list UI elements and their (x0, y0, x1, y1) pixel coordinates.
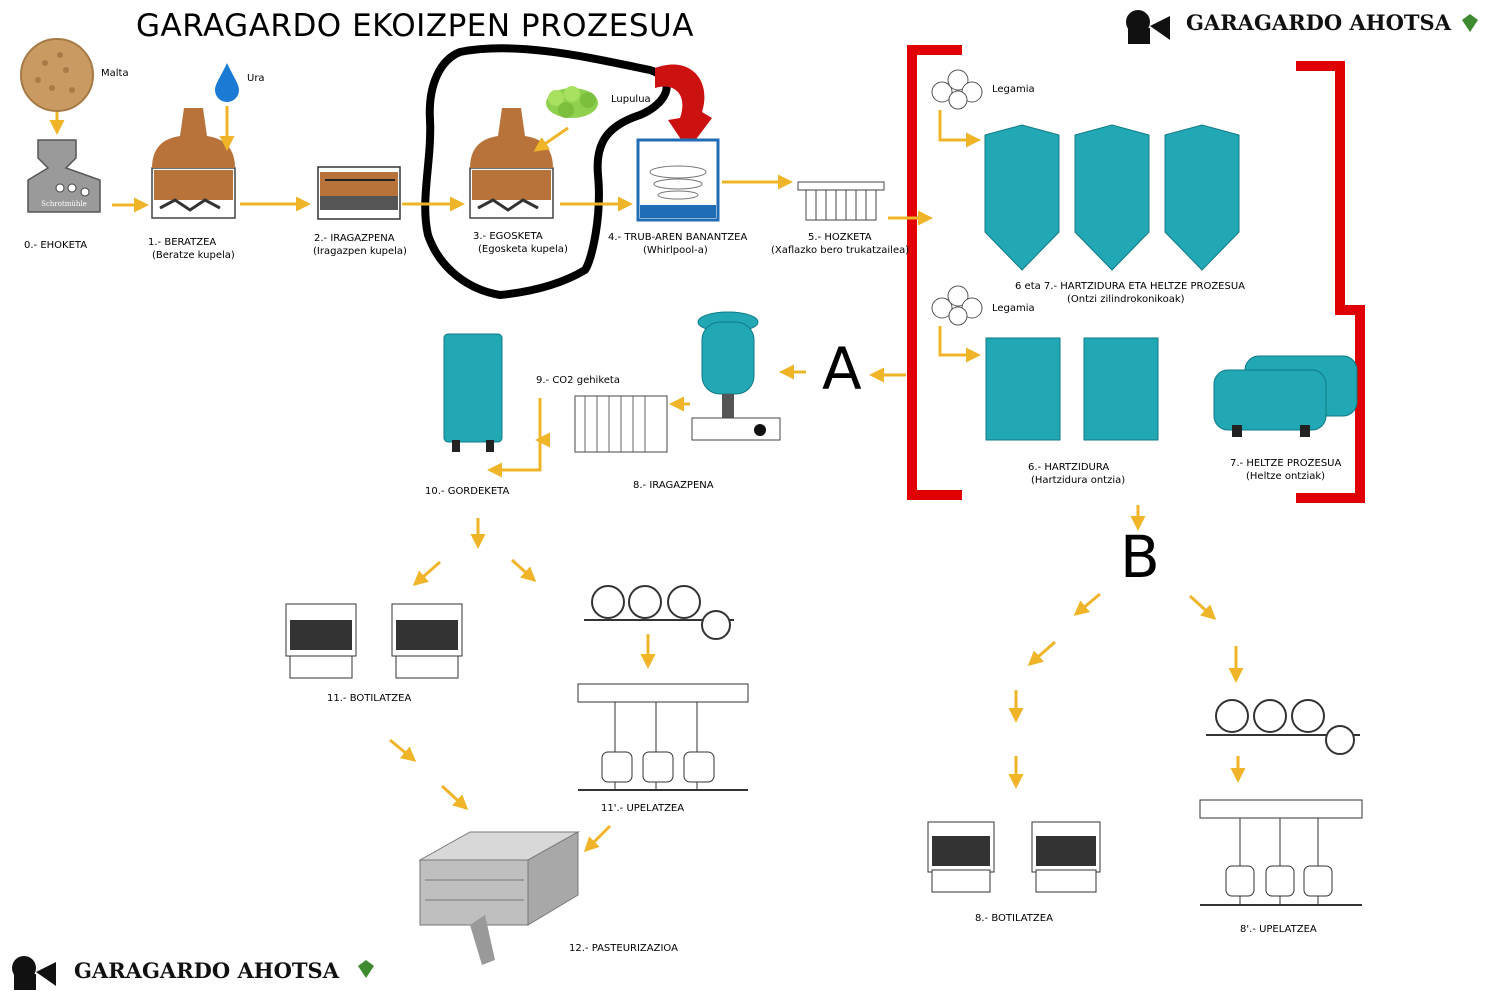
mascot-icon-bottom (12, 956, 374, 990)
label-hops: Lupulua (611, 94, 651, 105)
storage-tank-icon (443, 333, 503, 452)
branch-b-step-8b: 8'.- UPELATZEA (1240, 924, 1317, 935)
yeast-icon-bottom (931, 285, 983, 326)
mascot-icon-top (1126, 10, 1478, 44)
step-6-sub: (Hartzidura ontzia) (1031, 475, 1126, 486)
step-7-sub: (Heltze ontziak) (1246, 471, 1326, 482)
red-bracket-left (907, 45, 962, 500)
marker-b: B (1120, 523, 1160, 591)
step-3-sub: (Egosketa kupela) (478, 244, 568, 255)
red-bracket-right (1296, 61, 1365, 503)
fermentation-tanks (985, 337, 1159, 441)
flow-arrows (49, 106, 1246, 853)
step-9: 9.- CO2 gehiketa (536, 375, 620, 386)
brand-logo-top: GARAGARDO AHOTSA (1186, 10, 1451, 35)
step-1-sub: (Beratze kupela) (152, 250, 235, 261)
malt-icon (20, 38, 94, 112)
label-water: Ura (247, 73, 265, 84)
kegging-washer-right (1206, 699, 1360, 755)
maturation-tanks (1213, 355, 1358, 437)
step-11b: 11'.- UPELATZEA (601, 803, 685, 814)
step-12: 12.- PASTEURIZAZIOA (569, 943, 678, 954)
water-drop-icon (215, 63, 239, 102)
step-11: 11.- BOTILATZEA (327, 693, 412, 704)
pasteurizer-icon (418, 831, 580, 965)
mill-icon: Schrotmühle (27, 139, 101, 213)
highlight-outline (421, 44, 671, 299)
kegging-washer-left (584, 585, 734, 640)
bottling-machine-right (927, 821, 1101, 893)
hops-icon (546, 86, 598, 118)
whirlpool-icon (636, 138, 720, 222)
step-8: 8.- IRAGAZPENA (633, 480, 714, 491)
step-2: 2.- IRAGAZPENA (314, 233, 395, 244)
page-title: GARAGARDO EKOIZPEN PROZESUA (136, 8, 694, 44)
step-5: 5.- HOZKETA (808, 232, 872, 243)
step-1: 1.- BERATZEA (148, 237, 217, 248)
step-5-sub: (Xaflazko bero trukatzailea) (771, 245, 910, 256)
label-malt: Malta (101, 68, 129, 79)
co2-carbonator-icon (574, 395, 668, 453)
step-4: 4.- TRUB-AREN BANANTZEA (608, 232, 748, 243)
lauter-tun-icon (317, 166, 401, 220)
yeast-icon-top (931, 69, 983, 110)
step-2-sub: (Iragazpen kupela) (313, 246, 407, 257)
label-yeast-top: Legamia (992, 84, 1035, 95)
bottling-machine-left (285, 603, 463, 679)
kegging-machine-left (577, 683, 749, 791)
step-6-7-sub: (Ontzi zilindrokonikoak) (1067, 294, 1185, 305)
step-3: 3.- EGOSKETA (473, 231, 543, 242)
red-curved-arrow (655, 64, 712, 150)
mill-brand: Schrotmühle (41, 200, 87, 208)
boil-kettle-icon (469, 108, 554, 219)
branch-b-step-8: 8.- BOTILATZEA (975, 913, 1053, 924)
step-6: 6.- HARTZIDURA (1028, 462, 1110, 473)
brand-logo-bottom: GARAGARDO AHOTSA (74, 958, 339, 983)
marker-a: A (822, 335, 862, 403)
mash-tun-icon (151, 108, 236, 219)
cylindroconical-tanks (984, 124, 1240, 271)
step-10: 10.- GORDEKETA (425, 486, 510, 497)
label-yeast-bottom: Legamia (992, 303, 1035, 314)
step-0: 0.- EHOKETA (24, 240, 88, 251)
step-7: 7.- HELTZE PROZESUA (1230, 458, 1342, 469)
heat-exchanger-icon (797, 181, 885, 221)
kegging-machine-right (1199, 799, 1363, 906)
filter-machine-icon (691, 311, 781, 441)
step-4-sub: (Whirlpool-a) (643, 245, 708, 256)
step-6-7: 6 eta 7.- HARTZIDURA ETA HELTZE PROZESUA (1015, 281, 1246, 292)
